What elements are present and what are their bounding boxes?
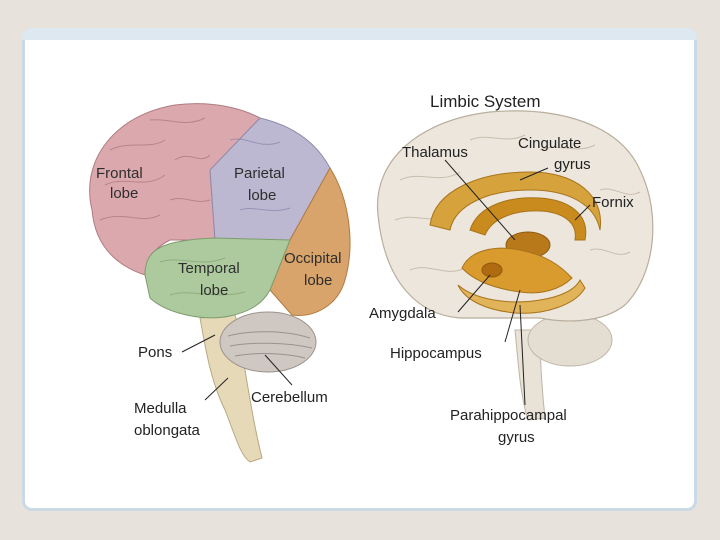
parahippocampal-label: Parahippocampal [450, 407, 567, 424]
limbic-diagram: Limbic System Thalamus Cingulate gyr [369, 92, 653, 446]
temporal-lobe-label-2: lobe [200, 282, 228, 299]
limbic-cerebellum [528, 314, 612, 366]
cerebellum-label: Cerebellum [251, 389, 328, 406]
occipital-lobe-label: Occipital [284, 250, 342, 267]
cerebellum [220, 312, 316, 372]
parietal-lobe-label-2: lobe [248, 187, 276, 204]
frontal-lobe-label-2: lobe [110, 185, 138, 202]
amygdala [482, 263, 502, 277]
frontal-lobe-label: Frontal [96, 165, 143, 182]
amygdala-label: Amygdala [369, 305, 436, 322]
medulla-label-2: oblongata [134, 422, 201, 439]
medulla-label: Medulla [134, 400, 187, 417]
thalamus-label: Thalamus [402, 144, 468, 161]
parietal-lobe-label: Parietal [234, 165, 285, 182]
lobes-diagram: Frontal lobe Parietal lobe Temporal lobe… [90, 104, 350, 462]
limbic-title: Limbic System [430, 92, 541, 111]
occipital-lobe-label-2: lobe [304, 272, 332, 289]
pons-label: Pons [138, 344, 172, 361]
temporal-lobe-label: Temporal [178, 260, 240, 277]
parahippocampal-label-2: gyrus [498, 429, 535, 446]
temporal-lobe [145, 238, 290, 318]
fornix-label: Fornix [592, 194, 634, 211]
cingulate-label: Cingulate [518, 135, 581, 152]
cingulate-label-2: gyrus [554, 156, 591, 173]
hippocampus-label: Hippocampus [390, 345, 482, 362]
